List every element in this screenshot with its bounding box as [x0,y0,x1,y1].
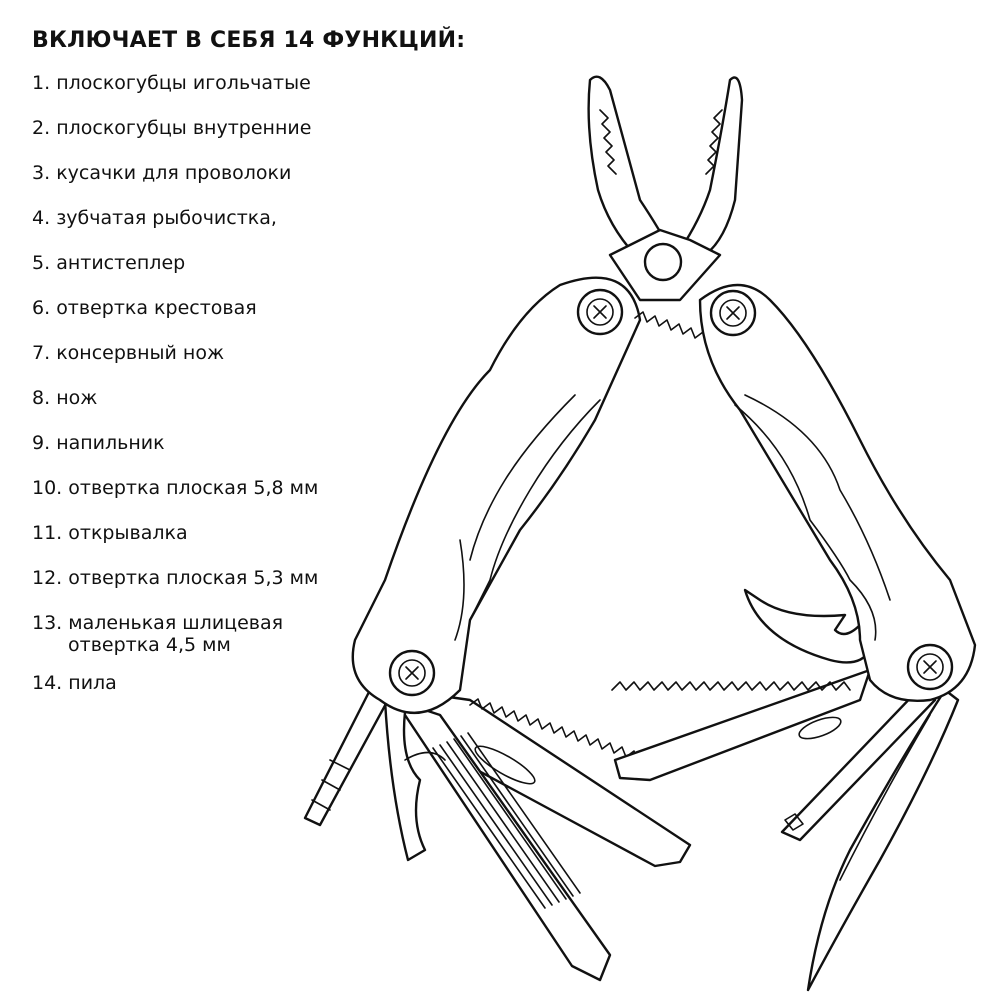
multitool-illustration [290,65,980,995]
feature-item: 4. зубчатая рыбочистка, [32,207,318,229]
feature-number: 9. [32,432,51,454]
feature-number: 5. [32,252,51,274]
feature-text: пила [68,672,117,694]
feature-text: плоскогубцы внутренние [56,117,312,139]
feature-item: 7. консервный нож [32,342,318,364]
spring [634,311,704,339]
features-heading: ВКЛЮЧАЕТ В СЕБЯ 14 ФУНКЦИЙ: [32,28,466,53]
feature-number: 12. [32,567,63,589]
screw-bottom-right [906,643,954,691]
feature-text: маленькая шлицевая [68,612,284,634]
fish-scaler-teeth [611,681,851,691]
screw-top-right [709,289,757,337]
saw-slot [474,745,536,785]
right-handle [698,283,977,702]
feature-item: 9. напильник [32,432,318,454]
feature-text: зубчатая рыбочистка, [56,207,277,229]
feature-item: 6. отвертка крестовая [32,297,318,319]
feature-item: 14. пила [32,672,318,694]
feature-item: 11. открывалка [32,522,318,544]
feature-text: антистеплер [56,252,186,274]
can-opener [383,698,427,862]
feature-text-continued: отвертка 4,5 мм [68,634,231,656]
feature-text: напильник [56,432,165,454]
feature-text: кусачки для проволоки [56,162,292,184]
pivot-rivet [643,242,683,282]
feature-item: 1. плоскогубцы игольчатые [32,72,318,94]
feature-number: 3. [32,162,51,184]
bottle-opener [743,588,872,664]
file-hatching [432,732,581,909]
feature-item: 2. плоскогубцы внутренние [32,117,318,139]
screw-bottom-left [388,649,436,697]
feature-item: 12. отвертка плоская 5,3 мм [32,567,318,589]
knife-blade [806,688,960,992]
feature-text: нож [56,387,98,409]
fish-scaler [613,668,872,782]
feature-number: 8. [32,387,51,409]
feature-number: 7. [32,342,51,364]
feature-text: отвертка плоская 5,8 мм [68,477,319,499]
feature-number: 4. [32,207,51,229]
feature-number: 6. [32,297,51,319]
feature-text: плоскогубцы игольчатые [56,72,311,94]
features-list: 1. плоскогубцы игольчатые 2. плоскогубцы… [32,72,318,694]
feature-item: 3. кусачки для проволоки [32,162,318,184]
feature-item: 5. антистеплер [32,252,318,274]
feature-number: 11. [32,522,63,544]
feature-number: 2. [32,117,51,139]
feature-item: 8. нож [32,387,318,409]
feature-text: открывалка [68,522,188,544]
feature-text: отвертка плоская 5,3 мм [68,567,319,589]
feature-text: консервный нож [56,342,225,364]
flat-screwdriver [303,688,390,827]
feature-text: отвертка крестовая [56,297,257,319]
screw-top-left [576,288,624,336]
pliers-jaw-right [678,76,744,257]
feature-item: 10. отвертка плоская 5,8 мм [32,477,318,499]
feature-number: 14. [32,672,63,694]
multitool-illustration-icon [303,75,977,992]
feature-number: 1. [32,72,51,94]
feature-number: 10. [32,477,63,499]
feature-number: 13. [32,612,63,634]
